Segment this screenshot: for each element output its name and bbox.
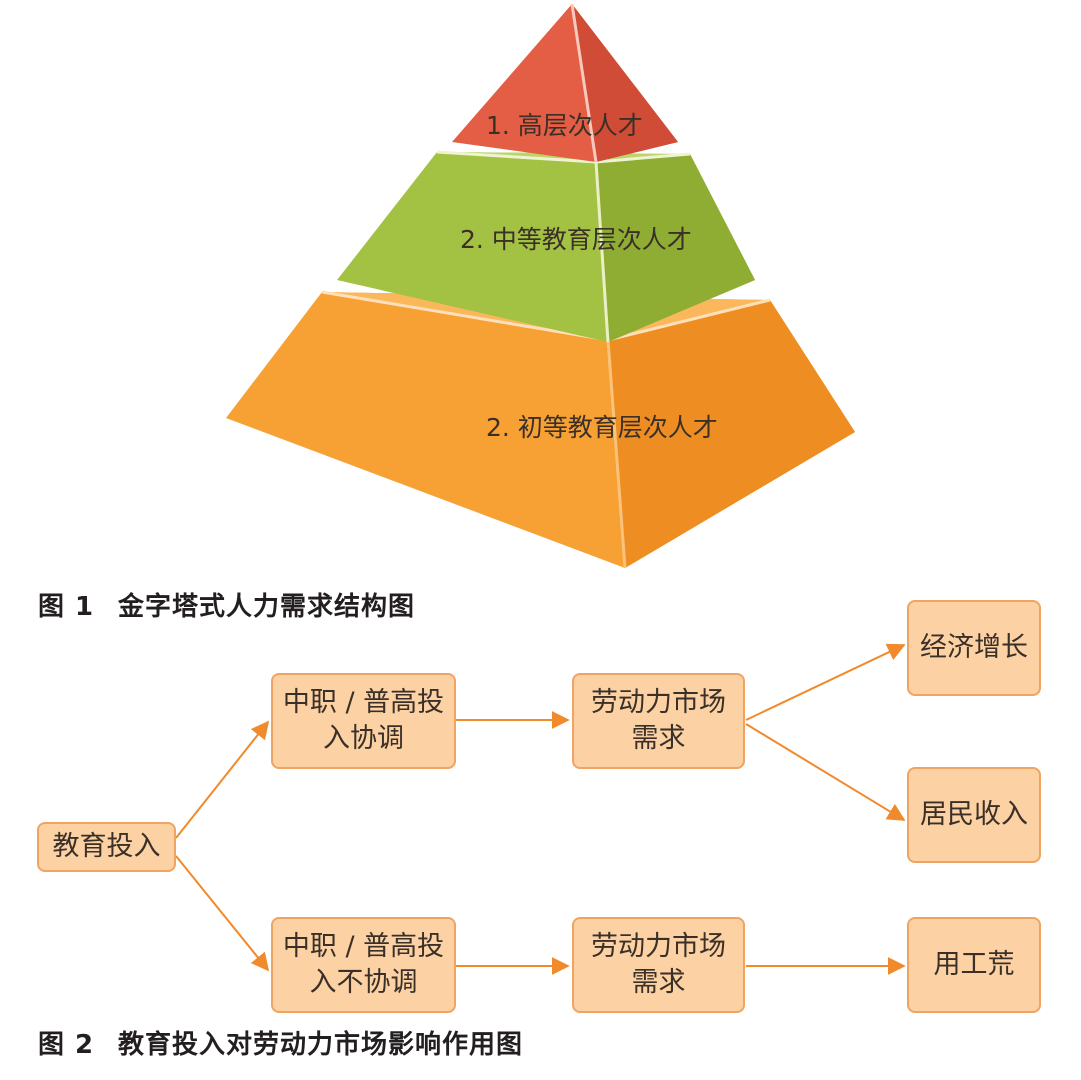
arrow-root-to-uncoord [175,855,270,972]
pyramid-tier-middle [337,150,755,343]
node-labor-market-demand-top: 劳动力市场 需求 [572,673,745,769]
node-economic-growth: 经济增长 [907,600,1041,696]
arrow-root-to-coord [175,720,270,839]
arrow-market-to-growth [745,643,906,721]
figure1-caption-number: 图 1 [38,592,95,622]
node-education-investment: 教育投入 [37,822,176,872]
node-investment-uncoordinated: 中职 / 普高投 入不协调 [271,917,456,1013]
pyramid-diagram [226,3,855,569]
node-labor-market-demand-bottom: 劳动力市场 需求 [572,917,745,1013]
figure2-caption-text: 教育投入对劳动力市场影响作用图 [118,1030,524,1060]
figure1-caption: 图 1 金字塔式人力需求结构图 [38,586,415,623]
node-labor-shortage: 用工荒 [907,917,1041,1013]
pyramid-tier-top [452,3,678,163]
pyramid-tier-middle-label: 2. 中等教育层次人才 [460,225,692,254]
node-investment-coordinated: 中职 / 普高投 入协调 [271,673,456,769]
pyramid-tier-top-label: 1. 高层次人才 [486,111,643,140]
pyramid-tier-bottom-label: 2. 初等教育层次人才 [486,413,718,442]
arrow-market-to-income [745,723,906,821]
figure2-caption-number: 图 2 [38,1030,95,1060]
figure2-caption: 图 2 教育投入对劳动力市场影响作用图 [38,1024,523,1061]
node-resident-income: 居民收入 [907,767,1041,863]
figure1-caption-text: 金字塔式人力需求结构图 [118,592,416,622]
